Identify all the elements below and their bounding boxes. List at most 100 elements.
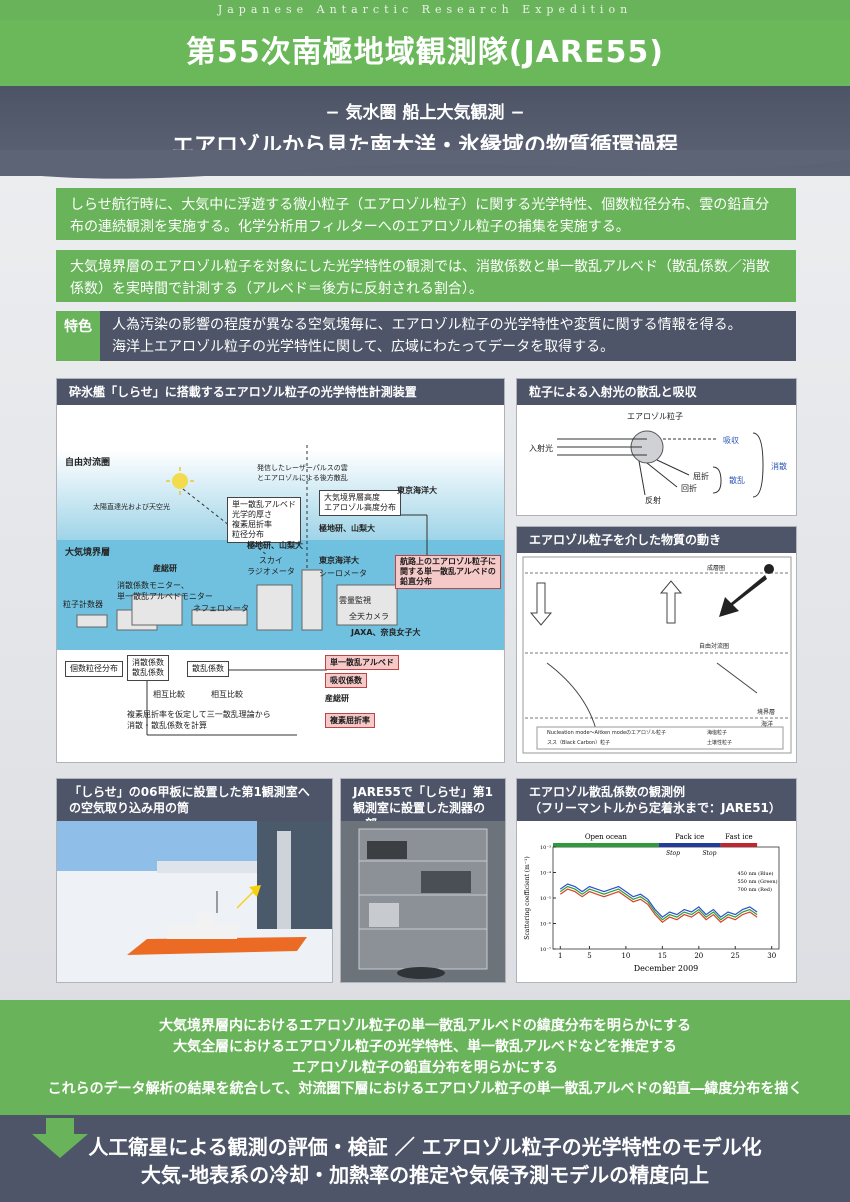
stop-annotation: Stop <box>666 850 680 857</box>
y-tick-label: 10⁻⁴ <box>540 871 551 877</box>
label-cycle-boundary: 境界層 <box>757 709 776 716</box>
y-tick-label: 10⁻⁶ <box>540 922 551 928</box>
label-aist-2: 産総研 <box>325 694 349 703</box>
label-free-troposphere: 自由対流圏 <box>65 458 111 468</box>
ext-sca-box: 消散係数 散乱係数 <box>127 655 169 681</box>
feature-box: 人為汚染の影響の程度が異なる空気塊毎に、エアロゾル粒子の光学特性や変質に関する情… <box>100 311 796 361</box>
region-bar <box>720 843 758 847</box>
conclusion-line-4: これらのデータ解析の結果を統合して、対流圏下層におけるエアロゾル粒子の単一散乱ア… <box>47 1081 803 1097</box>
outcome-line-2: 大気-地表系の冷却・加熱率の推定や気候予測モデルの精度向上 <box>140 1163 710 1187</box>
label-extinction-monitor: 消散係数モニター、 単一散乱アルベドモニター <box>117 581 213 601</box>
label-particle: エアロゾル粒子 <box>627 412 683 421</box>
outcome-block: 人工衛星による観測の評価・検証 ／ エアロゾル粒子の光学特性のモデル化 大気-地… <box>0 1115 850 1202</box>
size-distribution-box: 個数粒径分布 <box>65 661 123 677</box>
intro-paragraph-2: 大気境界層のエアロゾル粒子を対象にした光学特性の観測では、消散係数と単一散乱アル… <box>56 250 796 302</box>
label-extinction: 消散 <box>771 462 787 471</box>
conclusion-line-1: 大気境界層内におけるエアロゾル粒子の単一散乱アルベドの緯度分布を明らかにする <box>159 1018 691 1034</box>
header-wave <box>0 150 850 179</box>
ssa-box: 単一散乱アルベド <box>325 655 399 670</box>
label-absorption: 吸収 <box>723 436 739 445</box>
stop-annotation: Stop <box>702 850 716 857</box>
photo-panel-2: JARE55で「しらせ」第1観測室に設置した測器の一部 <box>340 778 506 983</box>
label-compare-1: 相互比較 <box>153 690 185 699</box>
legend-soil: 土壌性粒子 <box>707 740 733 746</box>
x-tick-label: 25 <box>731 952 740 960</box>
label-cycle-free-trop: 自由対流圏 <box>699 643 730 650</box>
label-incident: 入射光 <box>529 444 553 453</box>
region-bar <box>658 843 721 847</box>
photo-panel-1-title: 「しらせ」の06甲板に設置した第1観測室への空気取り込み用の筒 <box>57 779 332 821</box>
result-box: 航路上のエアロゾル粒子に 関する単一散乱アルベドの 鉛直分布 <box>395 555 501 589</box>
label-stratosphere: 成層圏 <box>707 565 726 572</box>
outcome-line-1: 人工衛星による観測の評価・検証 ／ エアロゾル粒子の光学特性のモデル化 <box>88 1135 762 1159</box>
legend-black-carbon: スス（Black Carbon）粒子 <box>547 740 611 746</box>
label-skyradiometer: スカイ ラジオメータ <box>247 556 295 576</box>
label-nipr-2: 極地研、山梨大 <box>247 541 303 550</box>
label-compare-2: 相互比較 <box>211 690 243 699</box>
scatter-panel-title: 粒子による入射光の散乱と吸収 <box>517 379 796 405</box>
region-label: Pack ice <box>675 833 704 841</box>
label-reflection: 反射 <box>645 496 661 505</box>
ssa-products-box: 単一散乱アルベド 光学的厚さ 複素屈折率 粒径分布 <box>227 497 301 543</box>
label-ceilometer: シーロメータ <box>319 569 367 578</box>
label-aist-1: 産総研 <box>153 564 177 573</box>
conclusion-block: 大気境界層内におけるエアロゾル粒子の単一散乱アルベドの緯度分布を明らかにする 大… <box>0 1000 850 1115</box>
chart-title-line-2: （フリーマントルから定着氷まで：JARE51） <box>529 801 781 815</box>
series-label: Japanese Antarctic Research Expedition <box>0 0 850 20</box>
legend-sea-salt: 海塩粒子 <box>707 730 728 736</box>
conclusion-line-3: エアロゾル粒子の鉛直分布を明らかにする <box>291 1060 559 1076</box>
label-refraction: 屈折 <box>693 472 709 481</box>
y-axis-label: Scattering coefficient (m⁻¹) <box>524 856 531 939</box>
legend-nucleation: Nucleation mode～Aitken modeのエアロゾル粒子 <box>547 730 667 736</box>
region-label: Fast ice <box>725 833 753 841</box>
legend-entry: 550 nm (Green) <box>737 878 777 885</box>
icebreaker-photo <box>57 821 332 982</box>
label-laser: 発信したレーザーパルスの雲 とエアロゾルによる後方散乱 <box>257 464 348 482</box>
label-nipr-1: 極地研、山梨大 <box>319 524 375 533</box>
label-diffraction: 回折 <box>681 484 697 493</box>
label-tokyo-1: 東京海洋大 <box>397 486 437 495</box>
chart-panel: エアロゾル散乱係数の観測例 （フリーマントルから定着氷まで：JARE51） Op… <box>516 778 797 983</box>
subtitle: − 気水圏 船上大気観測 − <box>325 103 525 123</box>
legend-entry: 700 nm (Red) <box>737 886 772 893</box>
series-line <box>559 888 758 923</box>
feature-line-1: 人為汚染の影響の程度が異なる空気塊毎に、エアロゾル粒子の光学特性や変質に関する情… <box>112 317 742 333</box>
feature-line-2: 海洋上エアロゾル粒子の光学特性に関して、広域にわたってデータを取得する。 <box>112 339 615 355</box>
scatter-diagram <box>557 430 764 498</box>
instrument-panel-title: 砕氷艦「しらせ」に搭載するエアロゾル粒子の光学特性計測装置 <box>57 379 504 405</box>
intro-paragraph-1: しらせ航行時に、大気中に浮遊する微小粒子（エアロゾル粒子）に関する光学特性、個数… <box>56 188 796 240</box>
cycle-panel-title: エアロゾル粒子を介した物質の動き <box>517 527 796 553</box>
label-all-sky-camera: 全天カメラ <box>349 612 389 621</box>
chart-panel-title: エアロゾル散乱係数の観測例 （フリーマントルから定着氷まで：JARE51） <box>517 779 796 821</box>
feature-label: 特色 <box>56 311 100 361</box>
y-tick-label: 10⁻³ <box>540 845 551 851</box>
bl-height-box: 大気境界層高度 エアロゾル高度分布 <box>319 490 401 516</box>
label-calc: 複素屈折率を仮定して三一散乱理論から 消散・散乱係数を計算 <box>127 710 271 730</box>
label-boundary-layer: 大気境界層 <box>65 548 111 558</box>
poster-title: 第55次南極地域観測隊(JARE55) <box>0 20 850 86</box>
abs-box: 吸収係数 <box>325 673 367 688</box>
chart-title-line-1: エアロゾル散乱係数の観測例 <box>529 785 686 799</box>
legend-entry: 450 nm (Blue) <box>737 870 773 877</box>
x-tick-label: 10 <box>621 952 630 960</box>
label-cycle-sea: 海洋 <box>761 721 774 728</box>
scatter-panel: 粒子による入射光の散乱と吸収 エアロゾル粒子 入射光 吸収 屈折 回折 反射 散… <box>516 378 797 516</box>
label-tokyo-2: 東京海洋大 <box>319 556 359 565</box>
chart-bg <box>517 821 796 982</box>
x-tick-label: 15 <box>658 952 667 960</box>
instrument-panel: 砕氷艦「しらせ」に搭載するエアロゾル粒子の光学特性計測装置 <box>56 378 505 763</box>
cycle-diagram <box>522 556 792 754</box>
label-particle-counter: 粒子計数器 <box>63 600 103 609</box>
cycle-panel: エアロゾル粒子を介した物質の動き 成層圏 自由対流圏 境界層 海洋 Nuclea… <box>516 526 797 763</box>
x-axis-label: December 2009 <box>634 964 699 973</box>
label-nephelometer: ネフェロメータ <box>193 604 249 613</box>
series-line <box>559 883 758 918</box>
series-line <box>559 885 758 921</box>
instrument-rack-photo <box>341 821 505 982</box>
label-solar: 太陽直達光および天空光 <box>93 503 170 511</box>
photo-panel-1: 「しらせ」の06甲板に設置した第1観測室への空気取り込み用の筒 <box>56 778 333 983</box>
label-jaxa: JAXA、奈良女子大 <box>351 628 421 637</box>
down-arrow-icon <box>32 1118 88 1158</box>
sca-box: 散乱係数 <box>187 661 229 677</box>
